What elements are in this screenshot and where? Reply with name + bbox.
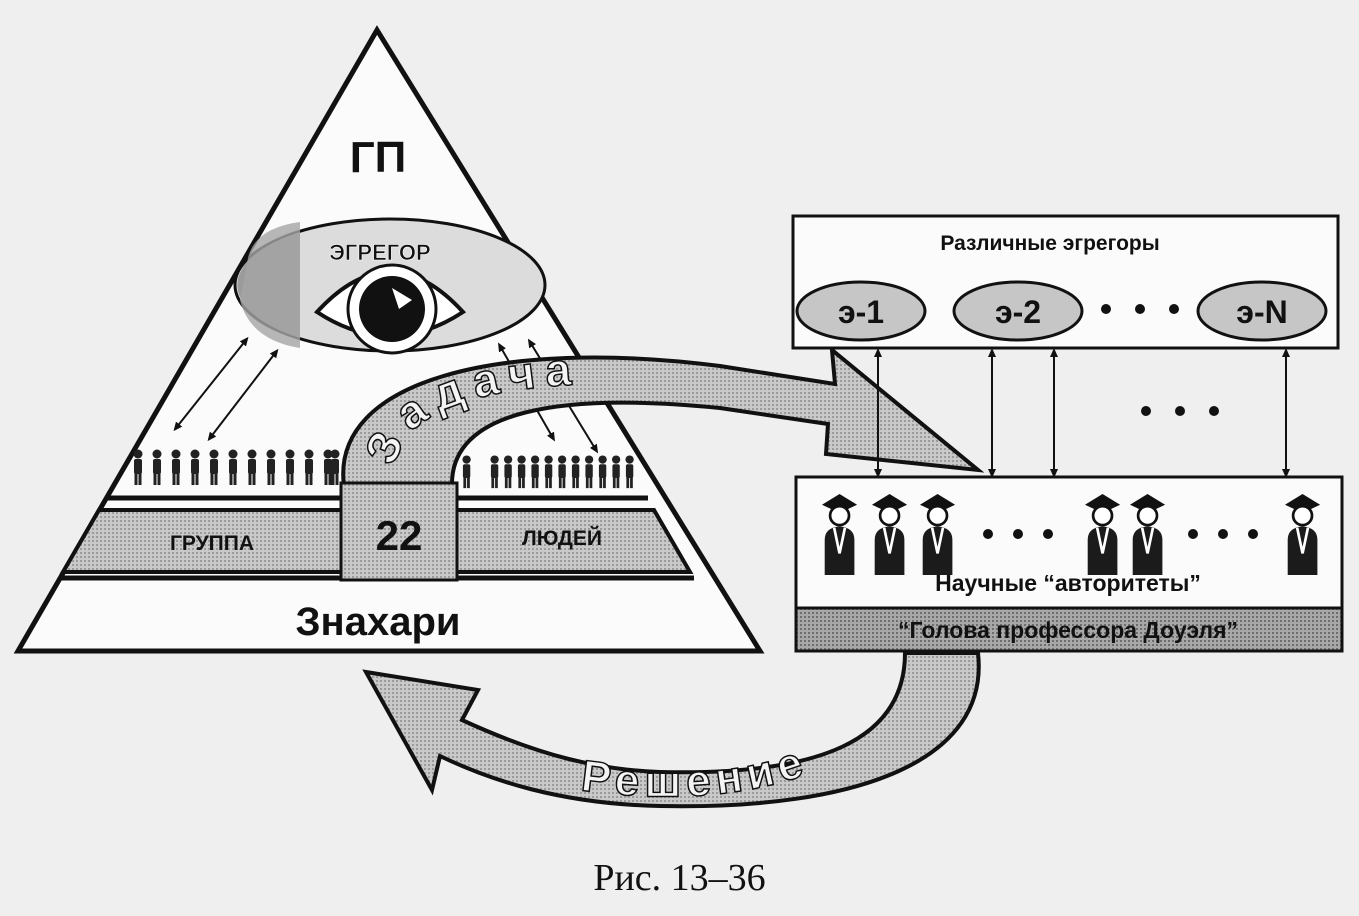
egregor-eye xyxy=(233,217,547,355)
svg-text:э-N: э-N xyxy=(1236,294,1287,330)
egregors-title: Различные эгрегоры xyxy=(940,232,1159,255)
egregor-item-1: э-1 xyxy=(795,280,927,342)
ellipsis-dots xyxy=(1101,304,1179,314)
pyramid-base-label: Знахари xyxy=(296,600,461,644)
group-number-box xyxy=(339,481,459,582)
group-right-label: ЛЮДЕЙ xyxy=(522,526,602,550)
scholar-icon xyxy=(1083,492,1122,577)
authorities-box: Научные “авторитеты” “Голова профессора … xyxy=(794,475,1344,653)
egregor-item-n: э-N xyxy=(1196,280,1328,342)
egregors-box: Различные эгрегоры э-1 э-2 э-N xyxy=(791,214,1340,350)
authorities-footer: “Голова профессора Доуэля” xyxy=(898,617,1238,643)
svg-text:э-1: э-1 xyxy=(838,294,884,330)
pyramid-top-label: ГП xyxy=(350,133,407,182)
ellipsis-dots xyxy=(1141,406,1219,416)
link-arrow xyxy=(207,348,279,442)
scholar-icon xyxy=(1283,492,1322,577)
scholar-icon xyxy=(1128,492,1167,577)
scholar-icon xyxy=(820,492,859,577)
authorities-footer-band xyxy=(794,606,1344,653)
egregor-label: ЭГРЕГОР xyxy=(329,240,430,265)
scholar-icon xyxy=(918,492,957,577)
authorities-label: Научные “авторитеты” xyxy=(935,570,1201,596)
ellipsis-dots xyxy=(983,529,1258,539)
svg-text:э-2: э-2 xyxy=(995,294,1041,330)
scholar-icon xyxy=(870,492,909,577)
group-number: 22 xyxy=(376,512,423,559)
egregor-item-2: э-2 xyxy=(952,280,1084,342)
group-left-label: ГРУППА xyxy=(170,532,254,555)
solution-arrow: Решение xyxy=(362,651,981,809)
figure-caption: Рис. 13–36 xyxy=(593,857,766,899)
